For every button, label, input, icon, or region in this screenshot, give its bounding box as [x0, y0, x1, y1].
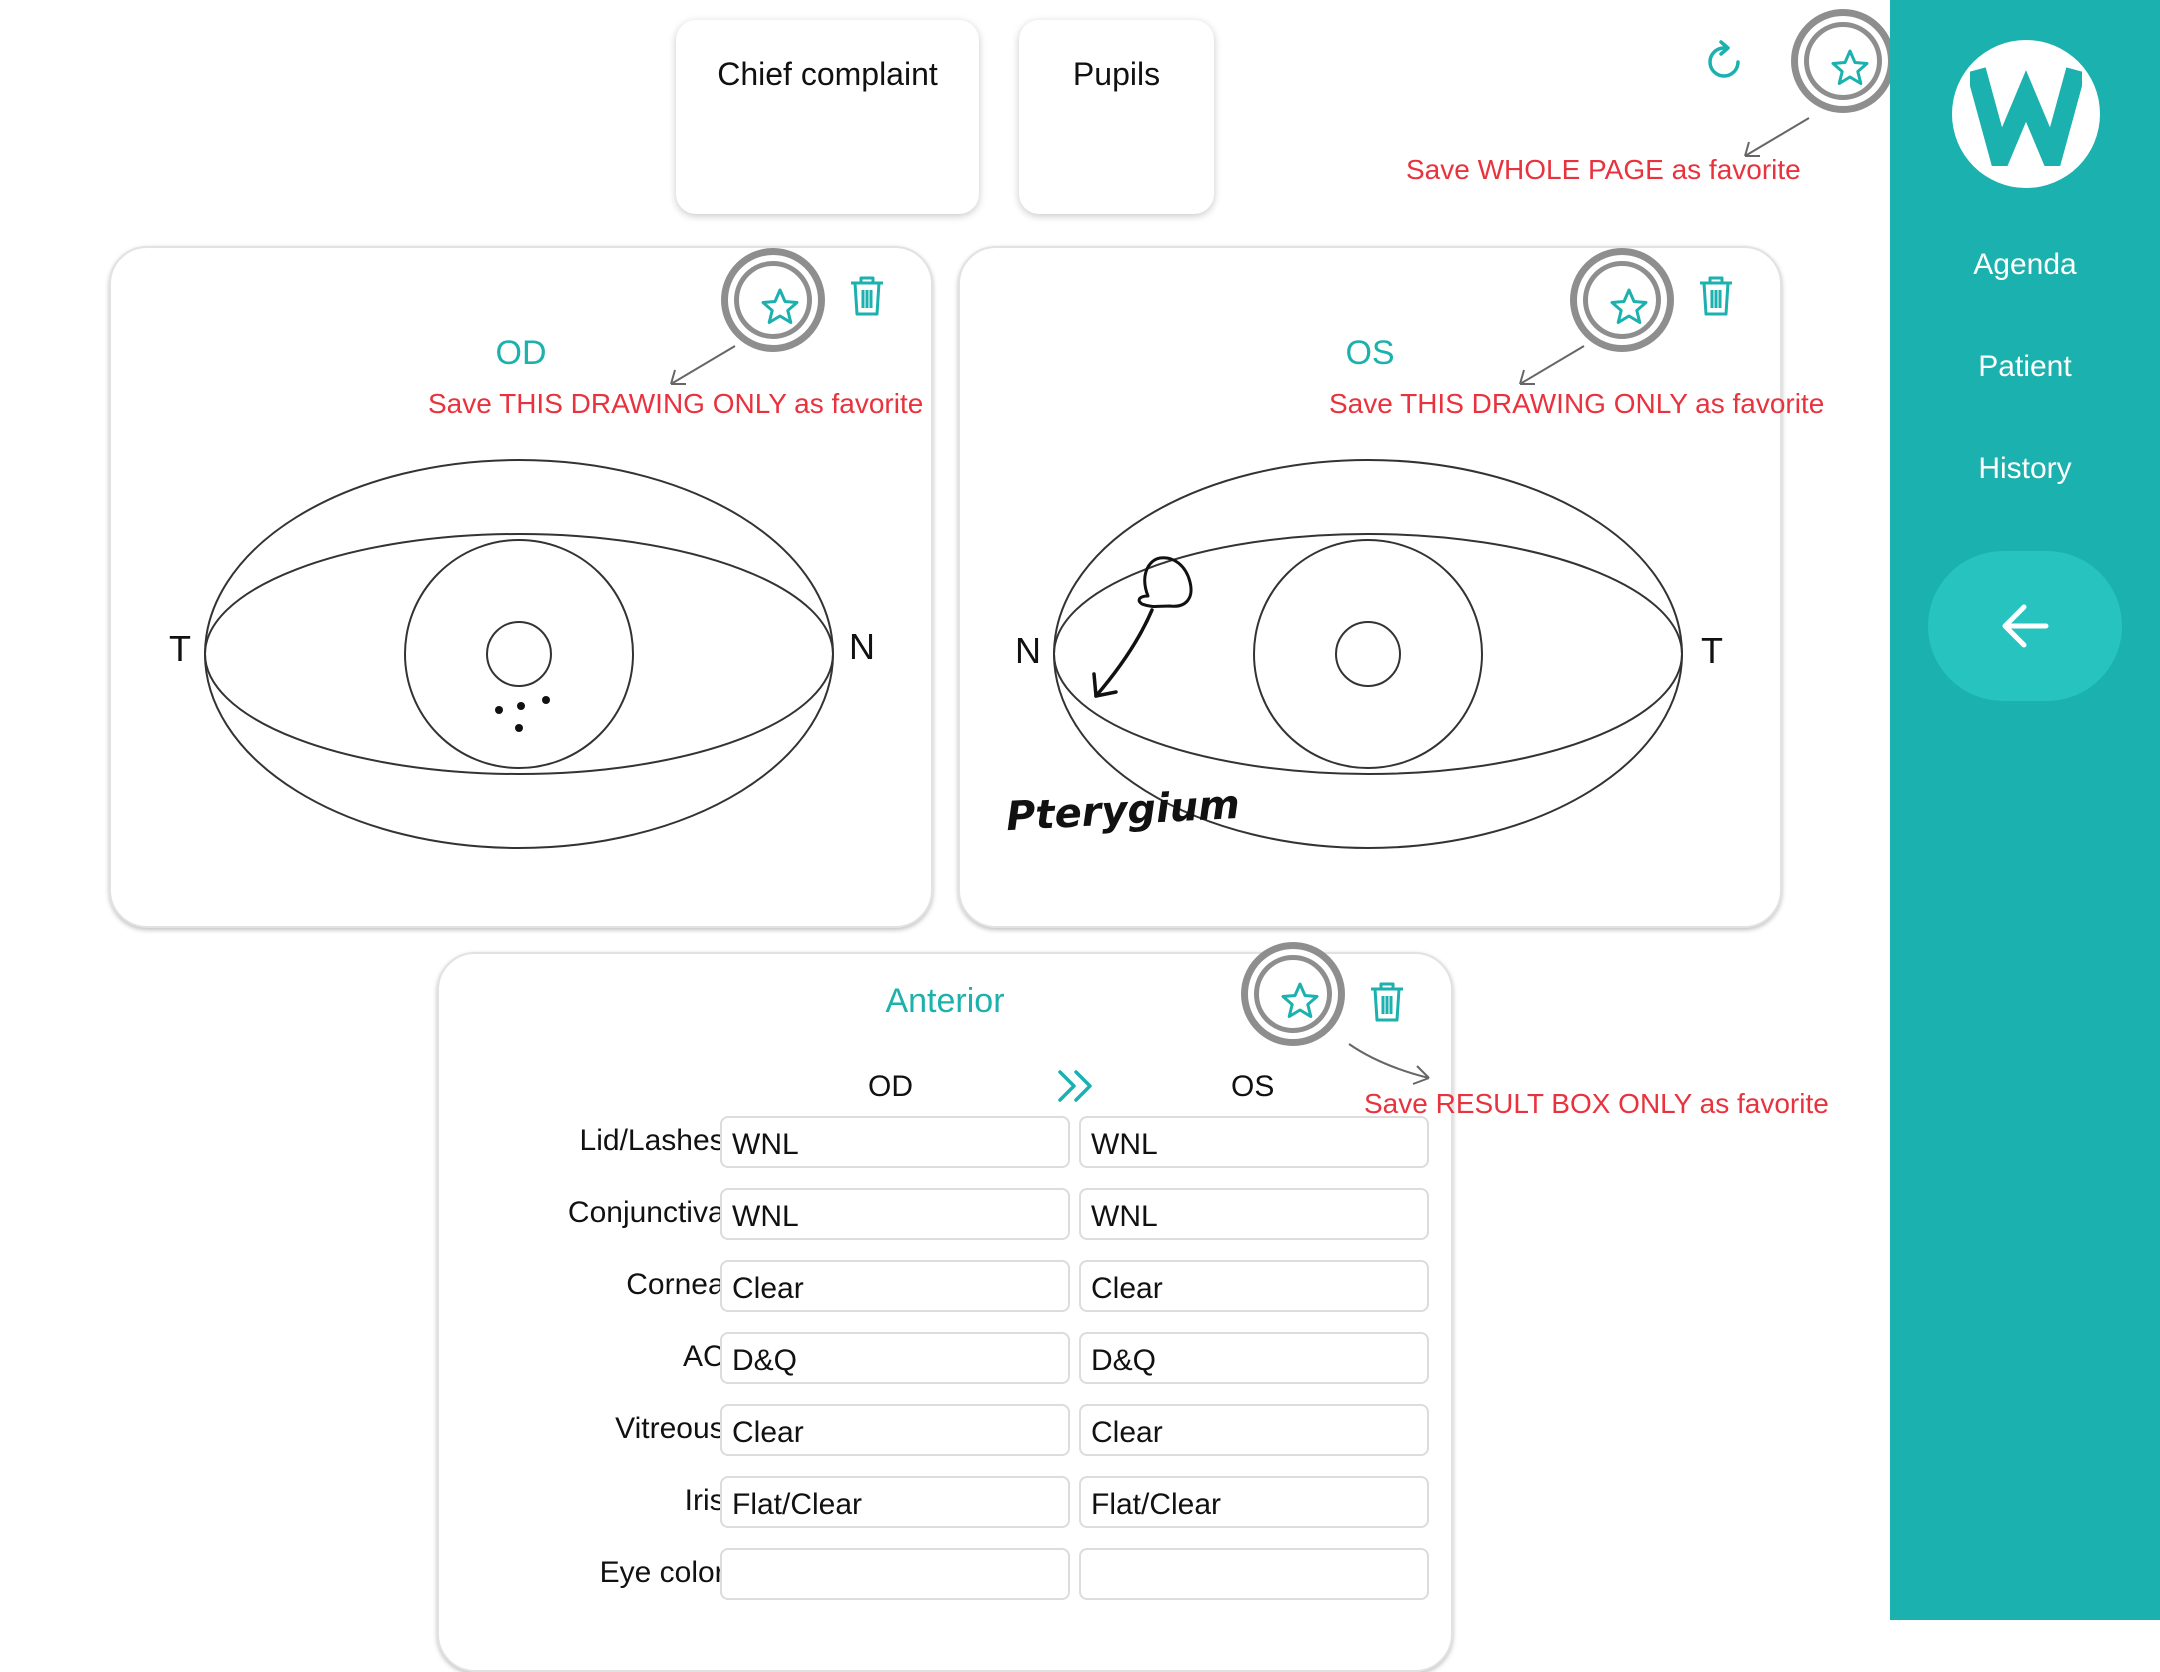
save-page-note: Save WHOLE PAGE as favorite — [1406, 154, 1801, 185]
os-drawing-card: OS Save THIS DRAWING ONLY as favorite N … — [958, 246, 1824, 928]
save-anterior-favorite-button[interactable] — [1241, 942, 1345, 1046]
eyelid-outline — [204, 533, 834, 775]
cornea-os-input[interactable] — [1079, 1260, 1429, 1312]
app-logo[interactable] — [1952, 40, 2100, 188]
star-icon — [761, 288, 799, 324]
anterior-title: Anterior — [885, 982, 1005, 1020]
pupils-title: Pupils — [1072, 56, 1161, 92]
pupil-outline — [1335, 621, 1401, 687]
drawing-dot — [542, 696, 550, 704]
star-icon — [1610, 288, 1648, 324]
os-temporal-label: T — [1701, 630, 1723, 671]
save-os-drawing-favorite-button[interactable] — [1570, 248, 1674, 352]
save-anterior-note: Save RESULT BOX ONLY as favorite — [1364, 1088, 1829, 1119]
vitreous-os-input[interactable] — [1079, 1404, 1429, 1456]
ac-od-input[interactable] — [720, 1332, 1070, 1384]
conjunctiva-os-input[interactable] — [1079, 1188, 1429, 1240]
row-label-cornea: Cornea: — [626, 1268, 733, 1301]
ac-os-input[interactable] — [1079, 1332, 1429, 1384]
sidebar-item-history[interactable]: History — [1978, 452, 2072, 485]
conjunctiva-od-input[interactable] — [720, 1188, 1070, 1240]
row-label-ac: AC: — [682, 1340, 733, 1373]
trash-icon[interactable] — [1697, 275, 1735, 317]
star-icon — [1281, 982, 1319, 1018]
annotation-arrow — [1744, 117, 1810, 157]
cornea-od-input[interactable] — [720, 1260, 1070, 1312]
trash-icon[interactable] — [848, 275, 886, 317]
trash-icon[interactable] — [1368, 981, 1406, 1023]
row-label-eye-color: Eye color: — [599, 1556, 733, 1589]
pterygium-sketch — [1137, 556, 1193, 608]
od-eye-diagram[interactable] — [191, 448, 851, 868]
eyelid-outline — [1053, 533, 1683, 775]
od-temporal-label: T — [169, 628, 191, 669]
lid-lashes-os-input[interactable] — [1079, 1116, 1429, 1168]
save-od-drawing-note: Save THIS DRAWING ONLY as favorite — [428, 388, 924, 419]
drawing-dot — [495, 706, 503, 714]
od-drawing-card: OD Save THIS DRAWING ONLY as favorite T … — [109, 246, 933, 928]
save-os-drawing-note: Save THIS DRAWING ONLY as favorite — [1329, 388, 1825, 419]
iris-outline — [404, 539, 634, 769]
annotation-arrow — [670, 345, 736, 385]
pupils-card[interactable]: Pupils — [1019, 20, 1214, 214]
copy-od-to-os-icon[interactable] — [1056, 1068, 1096, 1104]
drawing-dot — [515, 724, 523, 732]
eye-color-os-input[interactable] — [1079, 1548, 1429, 1600]
chief-complaint-title: Chief complaint — [717, 56, 938, 92]
annotation-arrow — [1348, 1043, 1430, 1085]
eye-color-od-input[interactable] — [720, 1548, 1070, 1600]
save-page-favorite-button[interactable] — [1791, 9, 1895, 113]
sidebar: Agenda Patient History — [1890, 0, 2160, 1620]
os-nasal-label: N — [1015, 630, 1041, 671]
vitreous-od-input[interactable] — [720, 1404, 1070, 1456]
os-title: OS — [1345, 334, 1395, 372]
save-od-drawing-favorite-button[interactable] — [721, 248, 825, 352]
iris-os-input[interactable] — [1079, 1476, 1429, 1528]
sidebar-item-patient[interactable]: Patient — [1978, 350, 2072, 383]
iris-od-input[interactable] — [720, 1476, 1070, 1528]
lid-lashes-od-input[interactable] — [720, 1116, 1070, 1168]
annotation-arrow — [1519, 345, 1585, 385]
row-label-conjunctiva: Conjunctiva: — [567, 1196, 733, 1229]
arrow-left-icon — [2002, 604, 2049, 648]
od-title: OD — [495, 334, 547, 372]
chief-complaint-card[interactable]: Chief complaint — [676, 20, 979, 214]
sidebar-item-agenda[interactable]: Agenda — [1973, 248, 2077, 281]
anterior-col-os: OS — [1231, 1070, 1275, 1103]
row-label-vitreous: Vitreous: — [615, 1412, 733, 1445]
back-button[interactable] — [1928, 551, 2122, 701]
os-eye-diagram[interactable] — [1040, 448, 1700, 868]
globe-outline — [204, 459, 834, 849]
pointer-arrow-head — [1092, 672, 1118, 698]
iris-outline — [1253, 539, 1483, 769]
star-icon — [1831, 49, 1869, 85]
anterior-result-card: Anterior OD OS Lid/Lashes: Conjunctiva: … — [437, 942, 1453, 1672]
row-label-lid-lashes: Lid/Lashes: — [579, 1124, 733, 1157]
anterior-col-od: OD — [868, 1070, 913, 1103]
refresh-icon[interactable] — [1700, 38, 1748, 86]
pointer-arrow — [1094, 608, 1154, 698]
pupil-outline — [486, 621, 552, 687]
row-label-iris: Iris: — [684, 1484, 733, 1517]
od-nasal-label: N — [849, 626, 875, 667]
w-logo-icon — [1970, 67, 2082, 166]
drawing-dot — [517, 702, 525, 710]
